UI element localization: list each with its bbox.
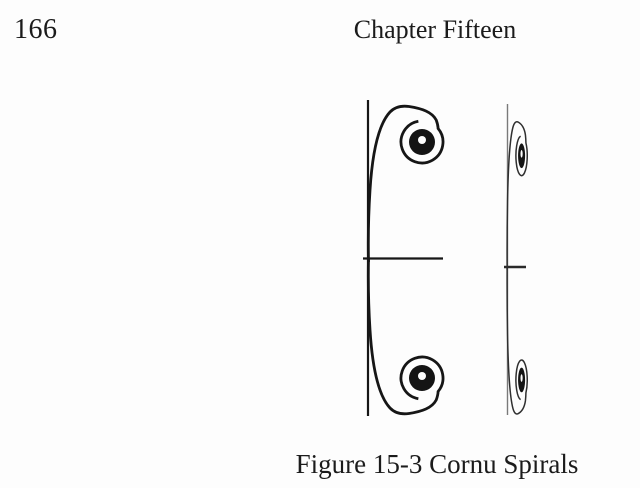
spiral-eye-bottom-large [408, 364, 436, 392]
spiral-eye-top-large [408, 128, 436, 156]
spiral-curve-large [366, 104, 445, 416]
cornu-spiral-large [363, 100, 445, 416]
chapter-title: Chapter Fifteen [353, 15, 517, 44]
cornu-spiral-small [504, 104, 528, 415]
spiral-eye-bottom-small [517, 366, 526, 394]
page-number: 166 [14, 14, 58, 45]
figure-caption: Figure 15-3 Cornu Spirals [295, 449, 579, 479]
spiral-eye-top-small [517, 142, 526, 169]
